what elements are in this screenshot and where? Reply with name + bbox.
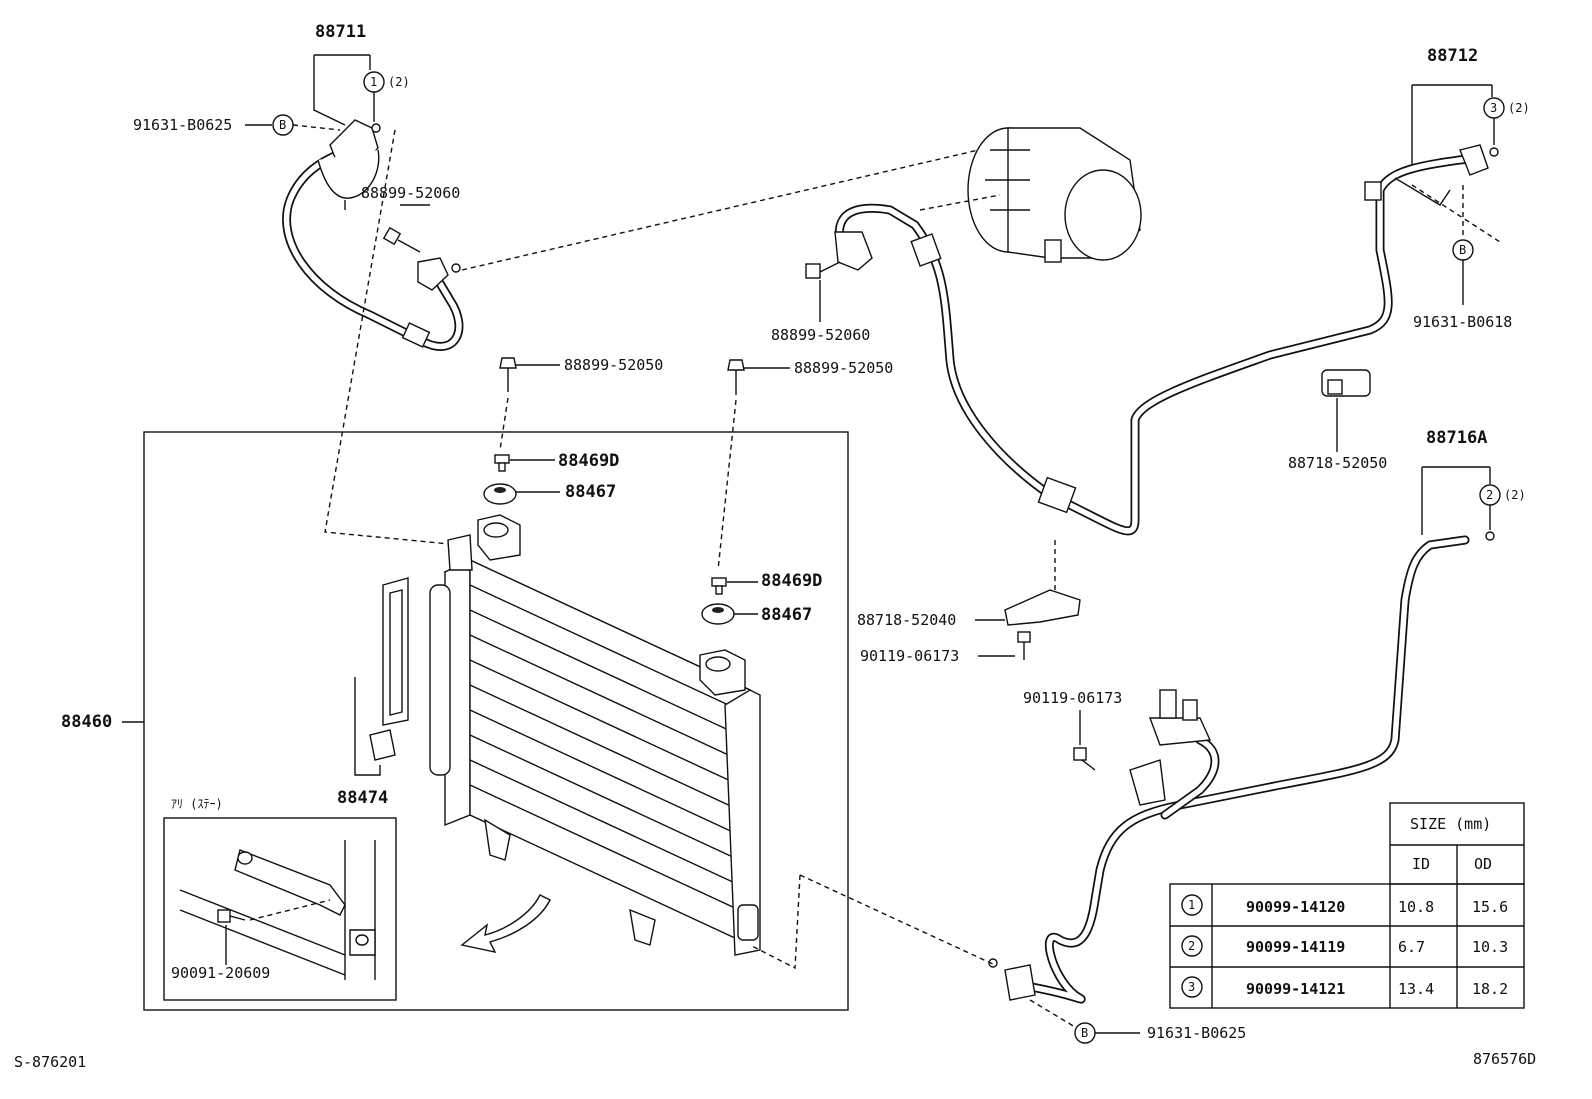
size-table-od: 18.2 bbox=[1472, 980, 1508, 998]
b-marker-top-letter: B bbox=[279, 118, 286, 132]
size-table-title: SIZE (mm) bbox=[1410, 815, 1491, 833]
size-table-row: 2 90099-14119 6.7 10.3 bbox=[1181, 935, 1508, 957]
size-table-part: 90099-14120 bbox=[1246, 898, 1345, 916]
part-label-90119-06173-a: 90119-06173 bbox=[860, 647, 959, 665]
sheet-code-left: S-876201 bbox=[14, 1053, 86, 1071]
pressure-switch-block bbox=[1129, 689, 1212, 806]
collar-88469D-a bbox=[494, 454, 510, 472]
b-marker-right-letter: B bbox=[1459, 243, 1466, 257]
bolt-88899-52050-a bbox=[499, 357, 517, 392]
rotate-arrow bbox=[460, 894, 551, 953]
size-table-od: 15.6 bbox=[1472, 898, 1508, 916]
callout-qty-1: (2) bbox=[388, 75, 410, 89]
collar-88469D-b bbox=[711, 577, 727, 595]
size-table-col-od: OD bbox=[1474, 855, 1492, 873]
size-table-row: 3 90099-14121 13.4 18.2 bbox=[1181, 976, 1508, 998]
size-table-id: 10.8 bbox=[1398, 898, 1434, 916]
cushion-88467-a bbox=[483, 483, 517, 505]
part-label-88467-a: 88467 bbox=[565, 482, 616, 502]
cushion-88467-b bbox=[701, 603, 735, 625]
compressor-outline bbox=[967, 127, 1142, 263]
part-label-88469D-a: 88469D bbox=[558, 451, 619, 471]
part-label-88474: 88474 bbox=[337, 788, 388, 808]
condenser-assembly-frame bbox=[143, 431, 849, 1011]
callout-number-1: 1 bbox=[370, 75, 377, 89]
bracket-88718-52040 bbox=[1004, 589, 1081, 626]
bolt-90119-06173-a bbox=[1017, 631, 1031, 660]
part-label-91631-b0618: 91631-B0618 bbox=[1413, 313, 1512, 331]
liquid-line-88716A bbox=[988, 535, 1470, 1004]
inset-frame bbox=[163, 817, 397, 1001]
inset-label: ｱﾘ (ｽﾃｰ) bbox=[171, 797, 223, 811]
suction-hose bbox=[834, 144, 1489, 536]
part-label-88899-52060-a: 88899-52060 bbox=[361, 184, 460, 202]
part-label-88469D-b: 88469D bbox=[761, 571, 822, 591]
part-label-88716A: 88716A bbox=[1426, 428, 1487, 448]
size-table-part: 90099-14121 bbox=[1246, 980, 1345, 998]
part-label-88467-b: 88467 bbox=[761, 605, 812, 625]
condenser-core bbox=[429, 514, 761, 956]
callout-number-2: 2 bbox=[1486, 488, 1493, 502]
discharge-hose-88711 bbox=[282, 119, 464, 351]
part-label-90091-20609: 90091-20609 bbox=[171, 964, 270, 982]
size-table-part: 90099-14119 bbox=[1246, 938, 1345, 956]
side-seal-88474 bbox=[369, 577, 409, 761]
size-table bbox=[1169, 802, 1525, 1009]
size-table-id: 13.4 bbox=[1398, 980, 1434, 998]
size-table-col-id: ID bbox=[1412, 855, 1430, 873]
part-label-91631-b0625-bottom: 91631-B0625 bbox=[1147, 1024, 1246, 1042]
clamp-88718-52050 bbox=[1321, 369, 1371, 397]
part-label-88899-52050-b: 88899-52050 bbox=[794, 359, 893, 377]
part-label-88460: 88460 bbox=[61, 712, 112, 732]
b-marker-bottom-letter: B bbox=[1081, 1026, 1088, 1040]
part-label-90119-06173-b: 90119-06173 bbox=[1023, 689, 1122, 707]
bolt-88899-52060-a bbox=[382, 226, 421, 253]
part-label-88899-52060-b: 88899-52060 bbox=[771, 326, 870, 344]
part-label-88712: 88712 bbox=[1427, 46, 1478, 66]
part-label-91631-b0625-top: 91631-B0625 bbox=[133, 116, 232, 134]
size-table-ref: 1 bbox=[1188, 898, 1195, 912]
part-label-88711: 88711 bbox=[315, 22, 366, 42]
size-table-ref: 3 bbox=[1188, 980, 1195, 994]
part-label-88899-52050-a: 88899-52050 bbox=[564, 356, 663, 374]
size-table-row: 1 90099-14120 10.8 15.6 bbox=[1181, 894, 1508, 916]
inset-bracket-detail bbox=[179, 840, 376, 980]
size-table-id: 6.7 bbox=[1398, 938, 1425, 956]
callout-qty-3: (2) bbox=[1508, 101, 1530, 115]
part-label-88718-52040: 88718-52040 bbox=[857, 611, 956, 629]
bolt-90119-06173-b bbox=[1073, 747, 1096, 771]
part-label-88718-52050: 88718-52050 bbox=[1288, 454, 1387, 472]
size-table-od: 10.3 bbox=[1472, 938, 1508, 956]
callout-number-3: 3 bbox=[1490, 101, 1497, 115]
bolt-88899-52060-b bbox=[805, 261, 841, 279]
sheet-code-right: 876576D bbox=[1473, 1050, 1536, 1068]
size-table-ref: 2 bbox=[1188, 939, 1195, 953]
bolt-88899-52050-b bbox=[727, 359, 745, 395]
callout-qty-2: (2) bbox=[1504, 488, 1526, 502]
